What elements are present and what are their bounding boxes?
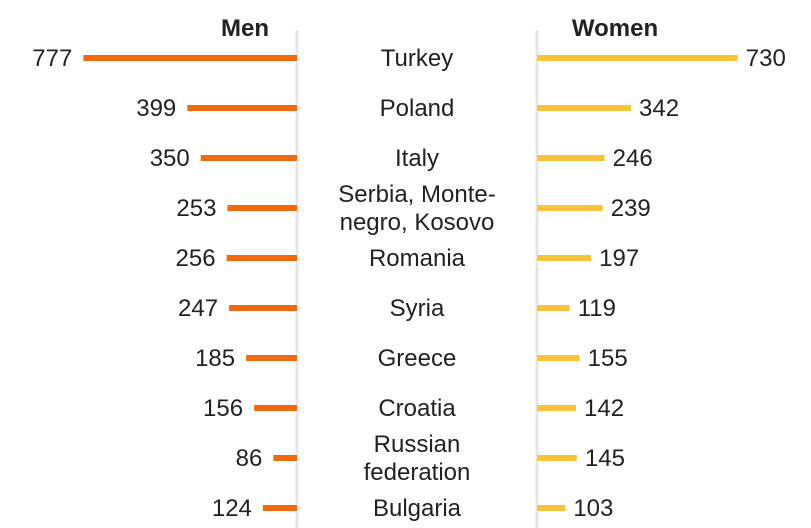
women-value-label: 730 — [746, 45, 786, 72]
women-bar — [537, 355, 580, 361]
category-label: negro, Kosovo — [340, 209, 495, 236]
men-value-label: 86 — [236, 445, 263, 472]
men-value-label: 124 — [212, 495, 252, 522]
men-bar — [226, 255, 297, 261]
women-bar — [537, 455, 577, 461]
women-bar — [537, 205, 603, 211]
women-bar — [537, 155, 605, 161]
men-series-header: Men — [221, 15, 269, 42]
men-value-label: 350 — [150, 145, 190, 172]
women-value-label: 119 — [578, 295, 616, 322]
women-series-header: Women — [572, 15, 658, 42]
women-bar — [537, 105, 632, 111]
women-bar — [537, 305, 570, 311]
women-value-label: 197 — [599, 245, 639, 272]
women-value-label: 155 — [588, 345, 628, 372]
men-bar — [229, 305, 297, 311]
men-value-label: 399 — [136, 95, 176, 122]
men-bar — [262, 505, 297, 511]
category-label: Italy — [395, 145, 439, 172]
category-label: federation — [364, 459, 471, 486]
men-bar — [83, 55, 297, 61]
women-value-label: 246 — [613, 145, 653, 172]
category-label: Croatia — [378, 395, 456, 422]
category-label: Romania — [369, 245, 466, 272]
category-label: Turkey — [381, 45, 453, 72]
men-value-label: 777 — [32, 45, 72, 72]
men-value-label: 156 — [203, 395, 243, 422]
category-label: Poland — [380, 95, 455, 122]
men-bar — [254, 405, 297, 411]
women-value-label: 239 — [611, 195, 651, 222]
chart-rows: 777 730 Turkey 399 342 Poland 350 246 Italy 253 23… — [32, 45, 786, 522]
category-label: Serbia, Monte- — [338, 181, 495, 208]
men-bar — [227, 205, 297, 211]
women-value-label: 342 — [639, 95, 679, 122]
men-value-label: 185 — [195, 345, 235, 372]
men-value-label: 247 — [178, 295, 218, 322]
category-label: Russian — [374, 431, 461, 458]
women-bar — [537, 55, 738, 61]
women-value-label: 103 — [573, 495, 613, 522]
men-value-label: 253 — [176, 195, 216, 222]
women-bar — [537, 505, 566, 511]
women-value-label: 145 — [585, 445, 625, 472]
men-value-label: 256 — [176, 245, 216, 272]
category-label: Bulgaria — [373, 495, 462, 522]
men-bar — [246, 355, 297, 361]
category-label: Greece — [378, 345, 457, 372]
category-label: Syria — [390, 295, 445, 322]
women-bar — [537, 405, 577, 411]
women-value-label: 142 — [584, 395, 624, 422]
men-bar — [273, 455, 297, 461]
women-bar — [537, 255, 592, 261]
men-bar — [200, 155, 297, 161]
men-bar — [187, 105, 297, 111]
